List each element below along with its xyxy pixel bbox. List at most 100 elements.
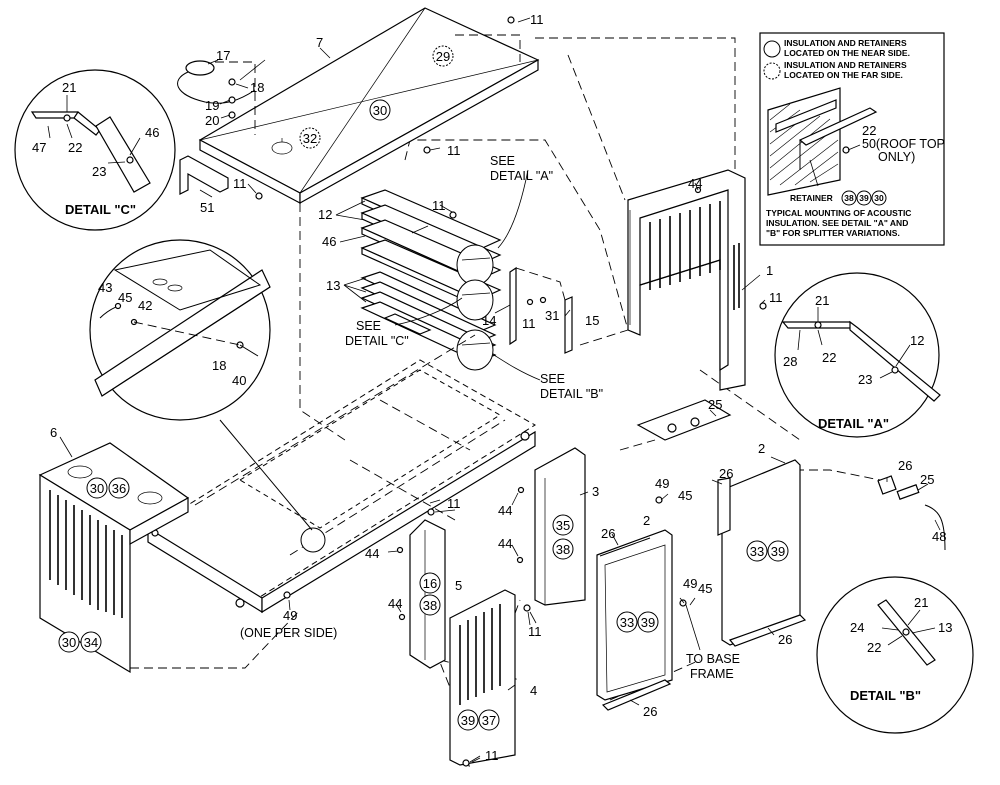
detail-c-47: 47	[32, 140, 46, 155]
legend-far-line2: LOCATED ON THE FAR SIDE.	[784, 70, 903, 80]
detail-mid-45: 45	[118, 290, 132, 305]
notes: SEE DETAIL "A" SEE DETAIL "C" SEE DETAIL…	[240, 154, 740, 681]
part-44: 44	[365, 546, 379, 561]
see-detail-b-line1: SEE	[540, 372, 565, 386]
legend-only: ONLY)	[878, 150, 915, 164]
part-11: 11	[447, 496, 461, 511]
base-frame	[147, 334, 536, 614]
see-detail-a-line1: SEE	[490, 154, 515, 168]
part-26: 26	[898, 458, 912, 473]
detail-b-24: 24	[850, 620, 864, 635]
see-detail-c-line1: SEE	[356, 319, 381, 333]
detail-mid-43: 43	[98, 280, 112, 295]
callout-38: 38	[556, 542, 570, 557]
part-45: 45	[678, 488, 692, 503]
detail-a-12: 12	[910, 333, 924, 348]
callout-33: 33	[750, 544, 764, 559]
callout-30: 30	[62, 635, 76, 650]
callout-39: 39	[461, 713, 475, 728]
detail-frame-zoom: 43 45 42 18 40	[89, 239, 271, 421]
see-detail-a-line2: DETAIL "A"	[490, 169, 553, 183]
part-7: 7	[316, 35, 323, 50]
detail-a-title: DETAIL "A"	[818, 416, 889, 431]
part-12: 12	[318, 207, 332, 222]
part-11: 11	[530, 12, 544, 27]
detail-c-21: 21	[62, 80, 76, 95]
detail-a-21: 21	[815, 293, 829, 308]
side-strips	[509, 266, 573, 354]
fitting-assembly	[877, 475, 946, 551]
part-5: 5	[455, 578, 462, 593]
part-18: 18	[250, 80, 264, 95]
to-base-frame-line2: FRAME	[690, 667, 734, 681]
part-11: 11	[528, 624, 542, 639]
part-17: 17	[216, 48, 230, 63]
part-44: 44	[498, 536, 512, 551]
legend-typ-line1: TYPICAL MOUNTING OF ACOUSTIC	[766, 208, 911, 218]
part-45: 45	[698, 581, 712, 596]
detail-a-28: 28	[783, 354, 797, 369]
leader-lines	[59, 17, 941, 763]
detail-c-22: 22	[68, 140, 82, 155]
part-49: 49	[655, 476, 669, 491]
legend-retainer-39: 39	[859, 193, 869, 203]
callout-37: 37	[482, 713, 496, 728]
callout-39: 39	[641, 615, 655, 630]
part-20: 20	[205, 113, 219, 128]
legend-22: 22	[862, 123, 876, 138]
part-11: 11	[432, 198, 446, 213]
detail-c-46: 46	[145, 125, 159, 140]
see-detail-b-line2: DETAIL "B"	[540, 387, 603, 401]
callout-30: 30	[90, 481, 104, 496]
narrow-panel-5	[409, 519, 446, 669]
callout-32: 32	[303, 131, 317, 146]
part-6: 6	[50, 425, 57, 440]
part-44: 44	[498, 503, 512, 518]
detail-mid-42: 42	[138, 298, 152, 313]
callout-36: 36	[112, 481, 126, 496]
part-26: 26	[719, 466, 733, 481]
legend-50-roof-top: 50(ROOF TOP	[862, 137, 945, 151]
legend-typ-line2: INSULATION. SEE DETAIL "A" AND	[766, 218, 908, 228]
part-26: 26	[601, 526, 615, 541]
part-25: 25	[920, 472, 934, 487]
part-2: 2	[643, 513, 650, 528]
callout-circle	[432, 45, 454, 67]
part-19: 19	[205, 98, 219, 113]
legend-retainer-30: 30	[874, 193, 884, 203]
bracket-51	[179, 155, 229, 195]
see-detail-c-line2: DETAIL "C"	[345, 334, 409, 348]
part-25: 25	[708, 397, 722, 412]
part-14: 14	[482, 313, 496, 328]
callout-38: 38	[423, 598, 437, 613]
detail-a-22: 22	[822, 350, 836, 365]
part-51: 51	[200, 200, 214, 215]
detail-b: 24 21 13 22 DETAIL "B"	[816, 576, 974, 734]
material-callouts: 29 30 32 30 36 30 34 16 38 35 38 33 39 3…	[58, 45, 789, 731]
part-48: 48	[932, 529, 946, 544]
one-per-side-note: (ONE PER SIDE)	[240, 626, 337, 640]
part-49: 49	[683, 576, 697, 591]
part-26: 26	[778, 632, 792, 647]
part-1: 1	[766, 263, 773, 278]
legend-typ-line3: "B" FOR SPLITTER VARIATIONS.	[766, 228, 900, 238]
part-44: 44	[388, 596, 402, 611]
detail-a-23: 23	[858, 372, 872, 387]
detail-b-21: 21	[914, 595, 928, 610]
detail-c: 21 47 22 46 23 DETAIL "C"	[14, 69, 176, 231]
callout-35: 35	[556, 518, 570, 533]
part-11: 11	[522, 316, 536, 331]
part-2: 2	[758, 441, 765, 456]
callout-34: 34	[84, 635, 98, 650]
part-44: 44	[688, 176, 702, 191]
detail-c-title: DETAIL "C"	[65, 202, 136, 217]
part-11: 11	[447, 143, 461, 158]
part-13: 13	[326, 278, 340, 293]
callout-33: 33	[620, 615, 634, 630]
front-grille-panel	[449, 589, 516, 766]
sensor-assembly	[177, 60, 256, 135]
part-15: 15	[585, 313, 599, 328]
detail-c-23: 23	[92, 164, 106, 179]
to-base-frame-line1: TO BASE	[686, 652, 740, 666]
